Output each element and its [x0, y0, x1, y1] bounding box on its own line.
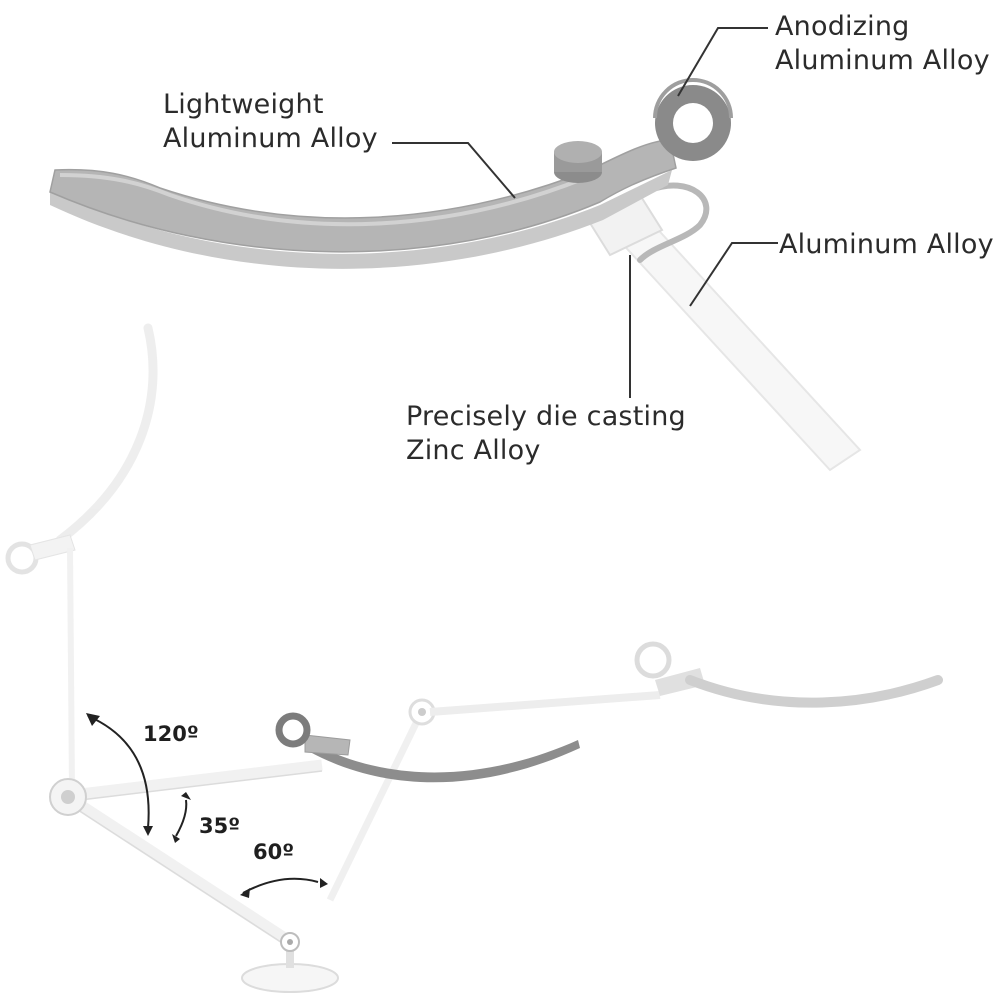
pose-main — [49, 712, 580, 993]
closeup-head-underside — [50, 170, 672, 269]
lamp-upper-arm — [71, 759, 323, 801]
closeup-ring — [653, 78, 733, 161]
angle-label-120: 120º — [143, 722, 199, 746]
closeup-lamp — [49, 78, 862, 472]
angle-label-35: 35º — [199, 814, 241, 838]
callout-lightweight-line1: Lightweight — [163, 89, 324, 120]
callout-anodizing: Anodizing Aluminum Alloy — [775, 10, 990, 78]
callout-zinc-line2: Zinc Alloy — [406, 435, 541, 466]
arc-120 — [87, 715, 150, 829]
closeup-knob — [554, 141, 602, 183]
closeup-head — [49, 139, 677, 253]
leader-aluminum — [689, 242, 778, 307]
callout-anodizing-line1: Anodizing — [775, 11, 910, 42]
callout-aluminum: Aluminum Alloy — [779, 228, 994, 262]
leader-anodizing — [677, 27, 768, 97]
lamp-lower-arm — [68, 794, 294, 948]
angle-arcs — [86, 713, 328, 898]
closeup-cable — [637, 182, 710, 263]
pose-vertical — [5, 323, 158, 791]
callout-lightweight-line2: Aluminum Alloy — [163, 123, 378, 154]
callout-zinc-line1: Precisely die casting — [406, 401, 686, 432]
leader-lightweight — [392, 142, 516, 199]
lamp-base — [241, 963, 339, 993]
lamp-head-ring — [275, 712, 311, 748]
lamp-head — [310, 740, 580, 783]
closeup-head-highlight — [59, 173, 586, 227]
leader-lines — [392, 27, 778, 398]
pose-raised — [326, 641, 943, 902]
arc-35 — [175, 799, 188, 837]
motion-diagram — [5, 323, 943, 993]
callout-zinc: Precisely die casting Zinc Alloy — [406, 400, 686, 468]
callout-anodizing-line2: Aluminum Alloy — [775, 45, 990, 76]
arc-60 — [242, 877, 319, 894]
callout-lightweight: Lightweight Aluminum Alloy — [163, 88, 378, 156]
callout-aluminum-line1: Aluminum Alloy — [779, 229, 994, 260]
angle-label-60: 60º — [253, 840, 295, 864]
